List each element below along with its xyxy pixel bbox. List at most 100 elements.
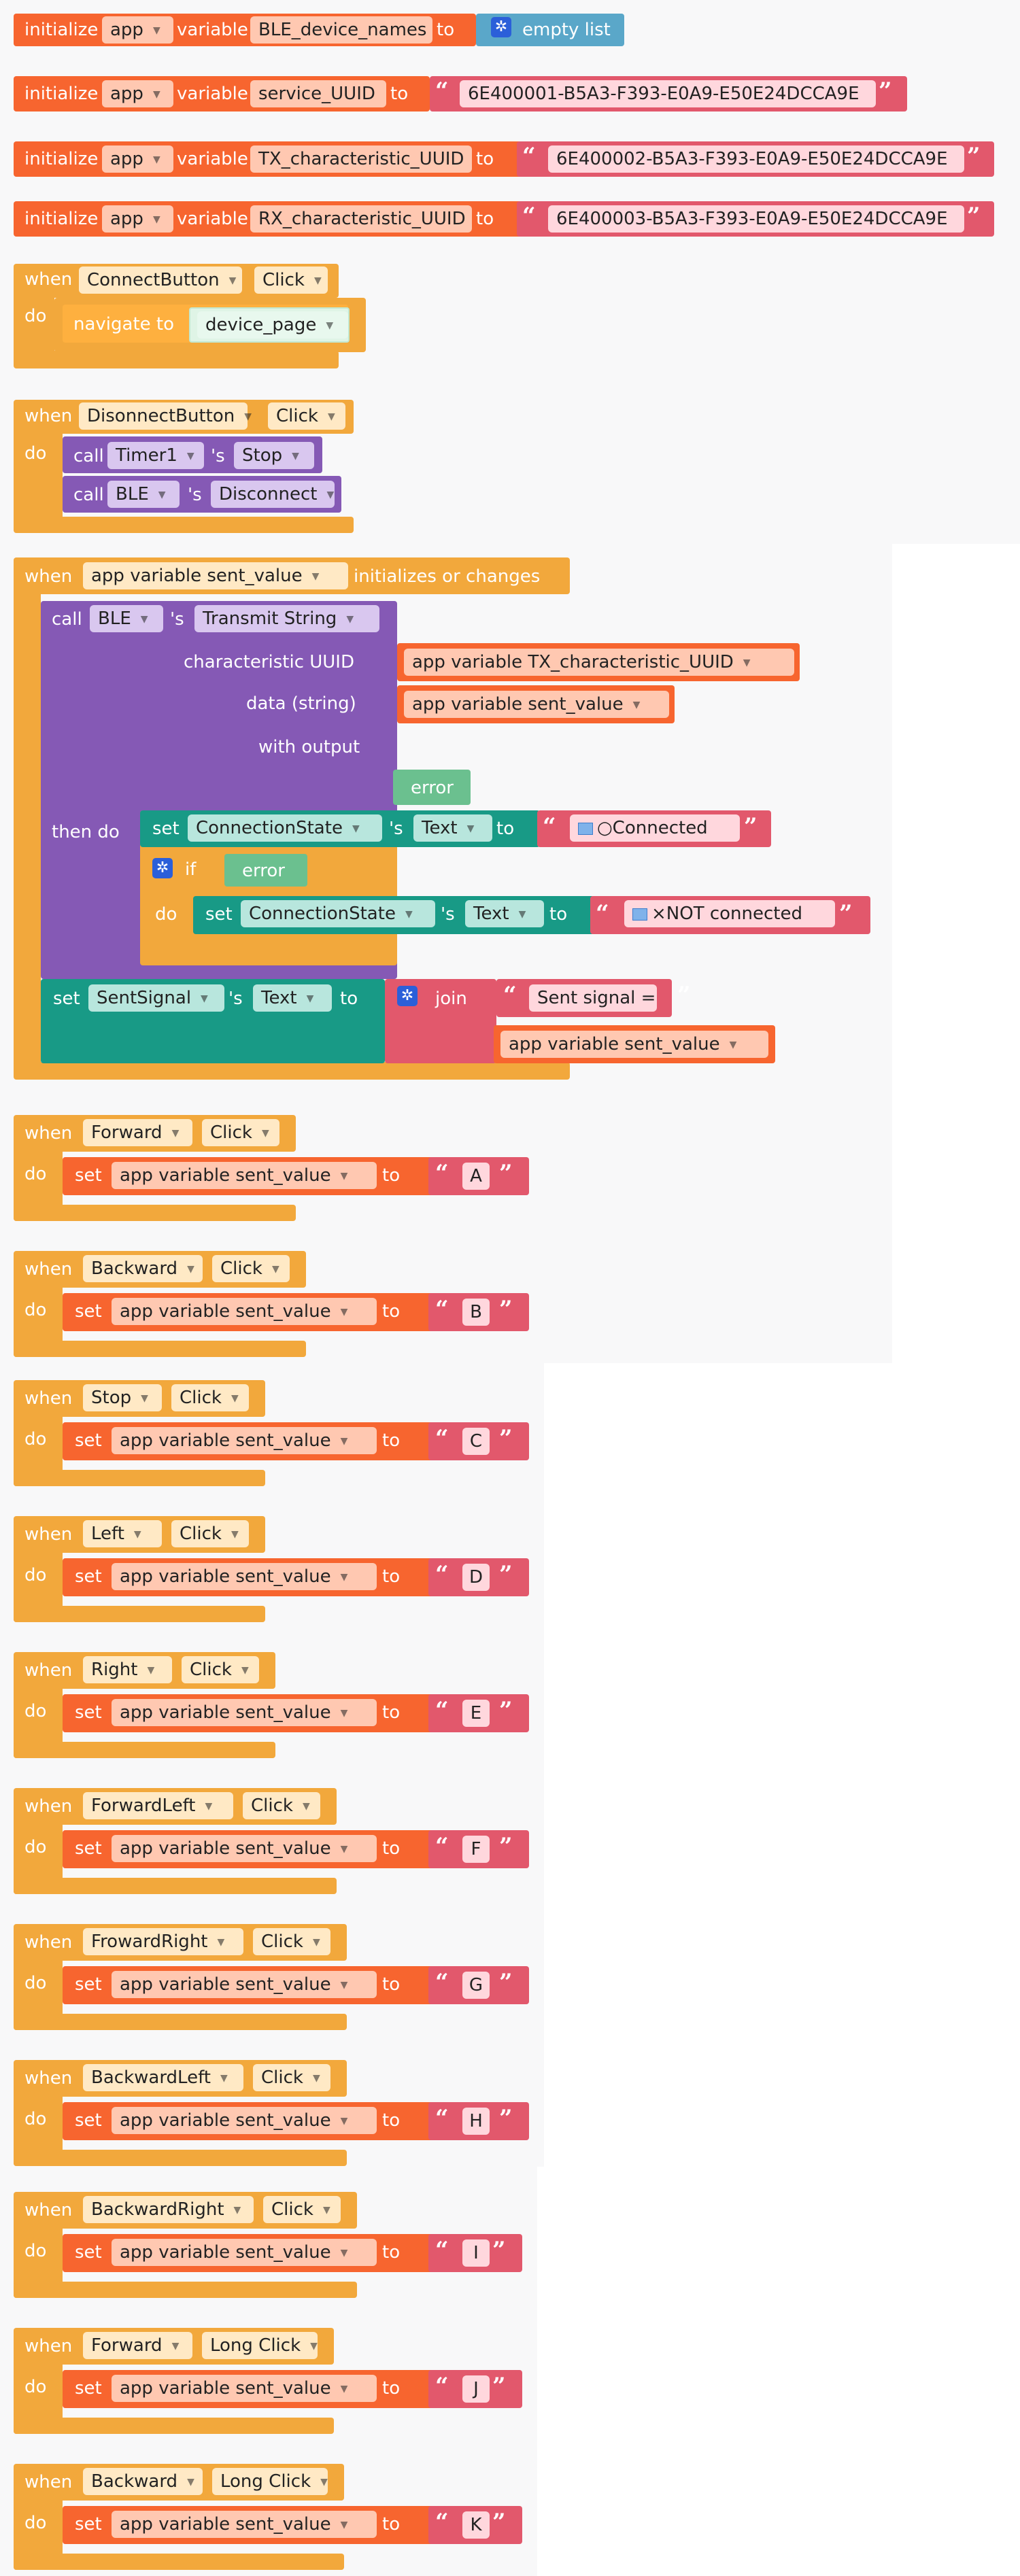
event-dropdown[interactable]: Click▼ (171, 1520, 249, 1547)
method-dropdown[interactable]: Disconnect▼ (211, 481, 335, 508)
component-dropdown[interactable]: SentSignal▼ (88, 984, 224, 1012)
close-quote: ” (499, 2105, 513, 2132)
text-field[interactable]: H (462, 2108, 490, 2135)
variable-dropdown[interactable]: app variable sent_value▼ (112, 1971, 377, 1998)
text-field[interactable]: ×NOT connected (624, 900, 835, 927)
scope-dropdown[interactable]: app▼ (102, 145, 173, 173)
variable-dropdown[interactable]: app variable sent_value▼ (112, 2511, 377, 2538)
event-dropdown[interactable]: Click▼ (253, 1928, 330, 1955)
component-dropdown[interactable]: BLE▼ (90, 605, 163, 632)
text-field[interactable]: B (462, 1299, 490, 1326)
uuid-text-field[interactable]: 6E400003-B5A3-F393-E0A9-E50E24DCCA9E (548, 205, 964, 233)
component-dropdown[interactable]: Stop▼ (83, 1384, 162, 1411)
do-keyword: do (155, 904, 177, 925)
variable-dropdown[interactable]: app variable sent_value▼ (112, 1563, 377, 1590)
variable-dropdown[interactable]: app variable sent_value▼ (112, 1162, 377, 1189)
event-dropdown[interactable]: Click▼ (263, 2196, 341, 2223)
text-field[interactable]: D (462, 1564, 490, 1591)
component-dropdown[interactable]: ConnectionState▼ (241, 900, 435, 927)
event-dropdown[interactable]: Long Click▼ (212, 2468, 328, 2495)
text-field[interactable]: K (462, 2511, 490, 2539)
when-keyword: when (24, 1123, 73, 1144)
text-field[interactable]: C (462, 1428, 490, 1455)
variable-dropdown[interactable]: app variable sent_value▼ (404, 691, 669, 718)
to-keyword: to (382, 2110, 401, 2131)
component-dropdown[interactable]: ConnectionState▼ (188, 814, 382, 842)
component-dropdown[interactable]: ForwardLeft▼ (83, 1792, 233, 1819)
screen-dropdown[interactable]: device_page▼ (197, 311, 348, 339)
property-dropdown[interactable]: Text▼ (465, 900, 544, 927)
component-dropdown[interactable]: BackwardRight▼ (83, 2196, 254, 2223)
variable-name-field[interactable]: service_UUID (250, 80, 386, 107)
text-field[interactable]: G (462, 1972, 490, 1999)
component-dropdown[interactable]: ConnectButton▼ (79, 267, 242, 294)
text-field[interactable]: Sent signal = (529, 984, 657, 1012)
variable-dropdown[interactable]: app variable sent_value▼ (112, 1699, 377, 1726)
text-field[interactable]: E (462, 1700, 490, 1727)
property-dropdown[interactable]: Text▼ (253, 984, 332, 1012)
to-keyword: to (382, 1974, 401, 1995)
set-keyword: set (75, 1430, 102, 1451)
event-dropdown[interactable]: Click▼ (182, 1656, 259, 1683)
variable-dropdown[interactable]: app variable sent_value▼ (112, 1427, 377, 1454)
event-dropdown[interactable]: Click▼ (254, 267, 328, 294)
open-quote: “ (435, 1969, 449, 1996)
variable-dropdown[interactable]: app variable sent_value▼ (112, 2107, 377, 2134)
variable-name-field[interactable]: RX_characteristic_UUID (250, 205, 472, 233)
variable-dropdown[interactable]: app variable sent_value▼ (112, 1835, 377, 1862)
scope-dropdown[interactable]: app▼ (102, 205, 173, 233)
gear-icon[interactable]: ✲ (491, 17, 511, 37)
component-dropdown[interactable]: Right▼ (83, 1656, 172, 1683)
event-dropdown[interactable]: Click▼ (268, 402, 345, 430)
set-keyword: set (75, 1838, 102, 1859)
error-getter-block[interactable] (224, 854, 307, 887)
event-dropdown[interactable]: Click▼ (202, 1119, 279, 1146)
variable-dropdown[interactable]: app variable sent_value▼ (112, 2239, 377, 2266)
component-dropdown[interactable]: BackwardLeft▼ (83, 2064, 243, 2091)
variable-dropdown[interactable]: app variable sent_value▼ (112, 1298, 377, 1325)
component-dropdown[interactable]: Backward▼ (83, 2468, 203, 2495)
event-dropdown[interactable]: Click▼ (243, 1792, 320, 1819)
component-dropdown[interactable]: Timer1▼ (107, 442, 204, 469)
text-field[interactable]: F (462, 1836, 490, 1863)
gear-icon[interactable]: ✲ (397, 986, 418, 1006)
component-dropdown[interactable]: Backward▼ (83, 1255, 203, 1282)
uuid-text-field[interactable]: 6E400001-B5A3-F393-E0A9-E50E24DCCA9E (460, 80, 876, 107)
component-dropdown[interactable]: DisonnectButton▼ (79, 402, 252, 430)
event-dropdown[interactable]: Click▼ (253, 2064, 330, 2091)
component-dropdown[interactable]: BLE▼ (107, 481, 180, 508)
text-field[interactable]: I (462, 2239, 490, 2267)
scope-dropdown[interactable]: app▼ (102, 16, 173, 44)
variable-dropdown[interactable]: app variable TX_characteristic_UUID▼ (404, 649, 794, 676)
component-dropdown[interactable]: Forward▼ (83, 2332, 192, 2359)
event-dropdown[interactable]: Click▼ (212, 1255, 290, 1282)
set-keyword: set (152, 819, 180, 839)
text-field[interactable]: ○Connected (570, 814, 740, 842)
variable-dropdown[interactable]: app variable sent_value▼ (112, 2375, 377, 2402)
component-dropdown[interactable]: Forward▼ (83, 1119, 192, 1146)
close-quote: ” (499, 1833, 513, 1860)
variable-name-field[interactable]: BLE_device_names (250, 16, 432, 44)
event-dropdown[interactable]: Long Click▼ (202, 2332, 318, 2359)
close-quote: ” (499, 1425, 513, 1452)
component-dropdown[interactable]: FrowardRight▼ (83, 1928, 243, 1955)
to-keyword: to (549, 904, 568, 925)
variable-name-field[interactable]: TX_characteristic_UUID (250, 145, 472, 173)
set-keyword: set (75, 1301, 102, 1322)
error-label: error (411, 778, 454, 798)
method-dropdown[interactable]: Stop▼ (234, 442, 314, 469)
method-dropdown[interactable]: Transmit String▼ (194, 605, 379, 632)
gear-icon[interactable]: ✲ (152, 858, 173, 878)
call-keyword: call (73, 446, 104, 466)
variable-dropdown[interactable]: app variable sent_value▼ (500, 1031, 768, 1058)
uuid-text-field[interactable]: 6E400002-B5A3-F393-E0A9-E50E24DCCA9E (548, 145, 964, 173)
event-dropdown[interactable]: Click▼ (171, 1384, 249, 1411)
error-output-block[interactable] (393, 770, 471, 805)
set-keyword: set (75, 1165, 102, 1186)
variable-dropdown[interactable]: app variable sent_value▼ (83, 562, 348, 589)
text-field[interactable]: J (462, 2375, 490, 2403)
component-dropdown[interactable]: Left▼ (83, 1520, 162, 1547)
text-field[interactable]: A (462, 1163, 490, 1190)
scope-dropdown[interactable]: app▼ (102, 80, 173, 107)
property-dropdown[interactable]: Text▼ (413, 814, 492, 842)
